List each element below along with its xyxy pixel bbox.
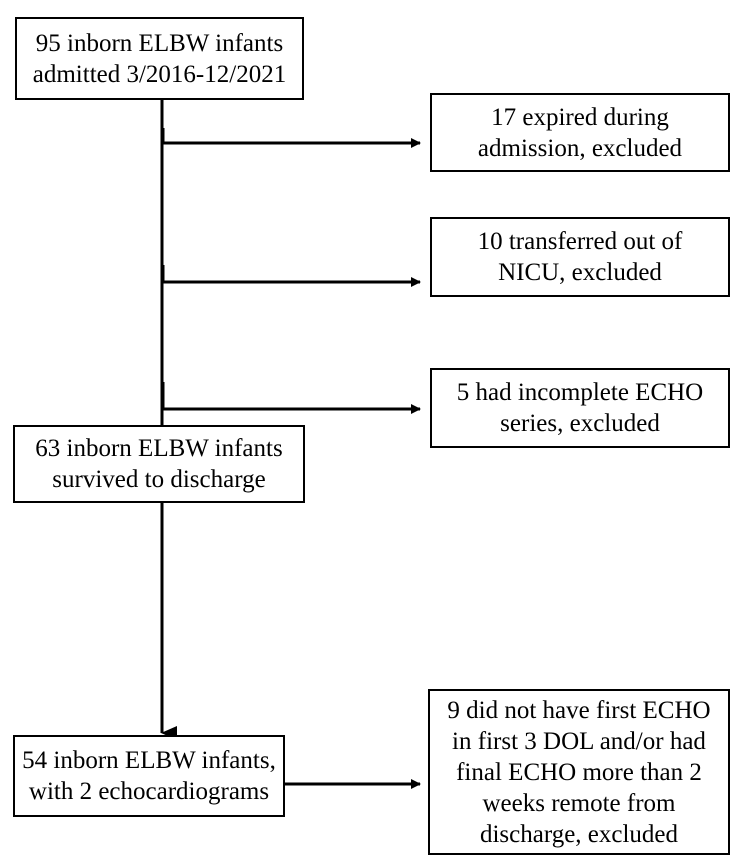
final-exclusion-line-3: final ECHO more than 2: [456, 758, 702, 786]
start-line-1: 95 inborn ELBW infants: [35, 29, 284, 57]
exclusion-transferred-line-2: NICU, excluded: [498, 259, 662, 286]
survived-line-1: 63 inborn ELBW infants: [35, 435, 283, 462]
final-exclusion-line-1: 9 did not have first ECHO: [447, 696, 711, 724]
exclusion-box-transferred: 10 transferred out of NICU, excluded: [430, 217, 730, 297]
exclusion-expired-line-1: 17 expired during: [491, 103, 669, 131]
exclusion-box-incomplete-echo: 5 had incomplete ECHO series, excluded: [430, 368, 730, 448]
exclusion-incomplete-line-1: 5 had incomplete ECHO: [456, 379, 704, 406]
exclusion-box-expired: 17 expired during admission, excluded: [430, 93, 730, 172]
survived-line-2: survived to discharge: [52, 466, 266, 493]
exclusion-transferred-line-1: 10 transferred out of: [477, 228, 683, 255]
exclusion-incomplete-line-2: series, excluded: [500, 410, 660, 437]
final-exclusion-line-2: in first 3 DOL and/or had: [452, 727, 706, 755]
final-line-2: with 2 echocardiograms: [28, 778, 270, 805]
final-exclusion-box: 9 did not have first ECHO in first 3 DOL…: [428, 689, 730, 855]
start-box: 95 inborn ELBW infants admitted 3/2016-1…: [15, 17, 304, 100]
start-line-2: admitted 3/2016-12/2021: [32, 60, 287, 88]
survived-box: 63 inborn ELBW infants survived to disch…: [13, 425, 305, 503]
final-line-1: 54 inborn ELBW infants,: [22, 747, 276, 774]
final-exclusion-line-4: weeks remote from: [482, 789, 676, 817]
final-box: 54 inborn ELBW infants, with 2 echocardi…: [13, 735, 285, 817]
final-exclusion-line-5: discharge, excluded: [479, 820, 679, 848]
exclusion-expired-line-2: admission, excluded: [477, 134, 683, 162]
